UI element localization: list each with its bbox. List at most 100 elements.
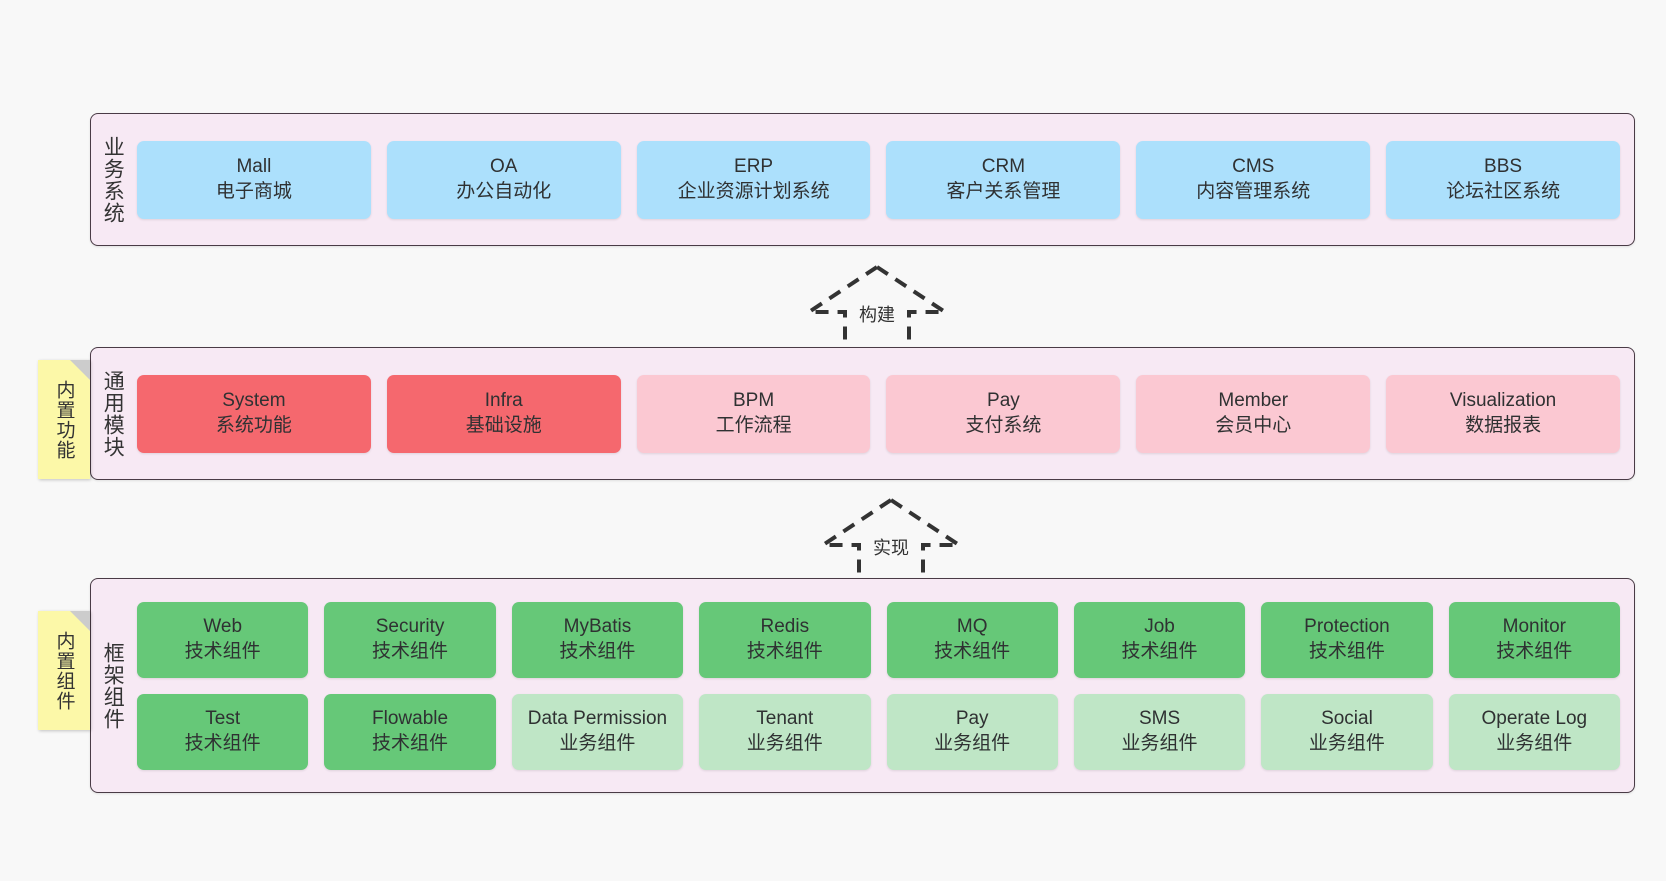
card-subtitle: 技术组件	[559, 640, 636, 662]
card-web[interactable]: Web 技术组件	[137, 601, 309, 678]
card-subtitle: 论坛社区系统	[1446, 180, 1561, 202]
card-mq[interactable]: MQ 技术组件	[886, 601, 1058, 678]
card-redis[interactable]: Redis 技术组件	[699, 601, 871, 678]
layer-modules: 通用模块 System 系统功能 Infra 基础设施 BPM 工作流程 Pay…	[90, 347, 1635, 480]
card-subtitle: 业务组件	[559, 732, 636, 754]
card-title: Security	[375, 616, 445, 638]
layer-framework-row-1: Web 技术组件 Security 技术组件 MyBatis 技术组件 Redi…	[137, 601, 1620, 678]
card-subtitle: 技术组件	[1496, 640, 1573, 662]
card-subtitle: 客户关系管理	[946, 180, 1061, 202]
card-subtitle: 基础设施	[465, 414, 542, 436]
card-member[interactable]: Member 会员中心	[1136, 374, 1371, 453]
card-subtitle: 技术组件	[1308, 640, 1385, 662]
card-subtitle: 办公自动化	[456, 180, 552, 202]
layer-body-modules: System 系统功能 Infra 基础设施 BPM 工作流程 Pay 支付系统…	[133, 348, 1634, 479]
card-title: OA	[490, 156, 518, 178]
sticky-note-builtin-components: 内置组件	[38, 611, 90, 730]
card-oa[interactable]: OA 办公自动化	[386, 140, 621, 219]
layer-title-business: 业务系统	[101, 135, 125, 224]
card-visualization[interactable]: Visualization 数据报表	[1386, 374, 1620, 453]
sticky-note-label: 内置组件	[53, 630, 75, 711]
card-title: Mall	[236, 156, 272, 178]
card-bpm[interactable]: BPM 工作流程	[636, 374, 871, 453]
layer-framework: 框架组件 Web 技术组件 Security 技术组件 MyBatis 技术组件…	[90, 578, 1635, 793]
card-job[interactable]: Job 技术组件	[1073, 601, 1246, 678]
card-subtitle: 技术组件	[934, 640, 1011, 662]
card-title: Job	[1144, 616, 1175, 638]
card-title: Flowable	[372, 708, 449, 730]
card-mybatis[interactable]: MyBatis 技术组件	[511, 601, 684, 678]
card-subtitle: 支付系统	[965, 414, 1042, 436]
layer-business-row-1: Mall 电子商城 OA 办公自动化 ERP 企业资源计划系统 CRM 客户关系…	[137, 140, 1620, 219]
card-subtitle: 技术组件	[372, 640, 449, 662]
card-erp[interactable]: ERP 企业资源计划系统	[636, 140, 871, 219]
card-subtitle: 电子商城	[215, 180, 292, 202]
card-title: Data Permission	[527, 708, 668, 730]
card-title: SMS	[1138, 708, 1181, 730]
card-operate-log[interactable]: Operate Log 业务组件	[1448, 693, 1620, 770]
card-subtitle: 业务组件	[746, 732, 823, 754]
card-cms[interactable]: CMS 内容管理系统	[1136, 140, 1371, 219]
card-title: BPM	[732, 390, 775, 412]
card-title: Pay	[987, 390, 1020, 412]
card-subtitle: 业务组件	[1121, 732, 1198, 754]
card-subtitle: 业务组件	[1308, 732, 1385, 754]
card-subtitle: 数据报表	[1465, 414, 1542, 436]
card-subtitle: 业务组件	[1496, 732, 1573, 754]
card-subtitle: 系统功能	[215, 414, 292, 436]
card-title: CMS	[1232, 156, 1275, 178]
card-title: MyBatis	[563, 616, 632, 638]
card-title: Visualization	[1449, 390, 1557, 412]
card-system[interactable]: System 系统功能	[137, 374, 371, 453]
card-subtitle: 内容管理系统	[1196, 180, 1311, 202]
card-title: MQ	[956, 616, 988, 638]
layer-body-framework: Web 技术组件 Security 技术组件 MyBatis 技术组件 Redi…	[133, 579, 1634, 792]
card-title: BBS	[1484, 156, 1523, 178]
sticky-note-builtin-features: 内置功能	[38, 360, 90, 479]
connector-build: 构建	[802, 264, 952, 358]
card-subtitle: 企业资源计划系统	[677, 180, 830, 202]
card-subtitle: 业务组件	[934, 732, 1011, 754]
card-subtitle: 技术组件	[372, 732, 449, 754]
card-title: Operate Log	[1481, 708, 1588, 730]
card-pay-module[interactable]: Pay 支付系统	[886, 374, 1121, 453]
card-bbs[interactable]: BBS 论坛社区系统	[1386, 140, 1620, 219]
card-title: System	[222, 390, 286, 412]
card-title: Pay	[955, 708, 989, 730]
card-infra[interactable]: Infra 基础设施	[386, 374, 621, 453]
card-test[interactable]: Test 技术组件	[137, 693, 309, 770]
card-pay-component[interactable]: Pay 业务组件	[886, 693, 1058, 770]
card-subtitle: 工作流程	[715, 414, 792, 436]
card-subtitle: 技术组件	[184, 732, 261, 754]
card-sms[interactable]: SMS 业务组件	[1073, 693, 1246, 770]
block-arrow-up-icon	[802, 264, 952, 358]
card-title: Member	[1218, 390, 1289, 412]
card-security[interactable]: Security 技术组件	[324, 601, 496, 678]
card-title: Tenant	[756, 708, 814, 730]
layer-modules-row-1: System 系统功能 Infra 基础设施 BPM 工作流程 Pay 支付系统…	[137, 374, 1620, 453]
sticky-note-label: 内置功能	[53, 379, 75, 460]
card-title: ERP	[734, 156, 774, 178]
card-flowable[interactable]: Flowable 技术组件	[324, 693, 496, 770]
card-title: CRM	[981, 156, 1026, 178]
layer-framework-row-2: Test 技术组件 Flowable 技术组件 Data Permission …	[137, 693, 1620, 770]
card-subtitle: 技术组件	[1121, 640, 1198, 662]
card-crm[interactable]: CRM 客户关系管理	[886, 140, 1121, 219]
card-protection[interactable]: Protection 技术组件	[1261, 601, 1433, 678]
card-title: Monitor	[1502, 616, 1566, 638]
card-social[interactable]: Social 业务组件	[1261, 693, 1433, 770]
card-subtitle: 会员中心	[1215, 414, 1292, 436]
card-title: Infra	[484, 390, 523, 412]
card-tenant[interactable]: Tenant 业务组件	[699, 693, 871, 770]
layer-title-framework: 框架组件	[101, 641, 125, 730]
card-data-permission[interactable]: Data Permission 业务组件	[511, 693, 684, 770]
card-subtitle: 技术组件	[184, 640, 261, 662]
layer-title-modules: 通用模块	[101, 369, 125, 458]
card-title: Test	[205, 708, 241, 730]
card-title: Social	[1321, 708, 1373, 730]
layer-business: 业务系统 Mall 电子商城 OA 办公自动化 ERP 企业资源计划系统 CRM…	[90, 113, 1635, 246]
card-title: Protection	[1304, 616, 1390, 638]
card-mall[interactable]: Mall 电子商城	[137, 140, 371, 219]
card-monitor[interactable]: Monitor 技术组件	[1448, 601, 1620, 678]
